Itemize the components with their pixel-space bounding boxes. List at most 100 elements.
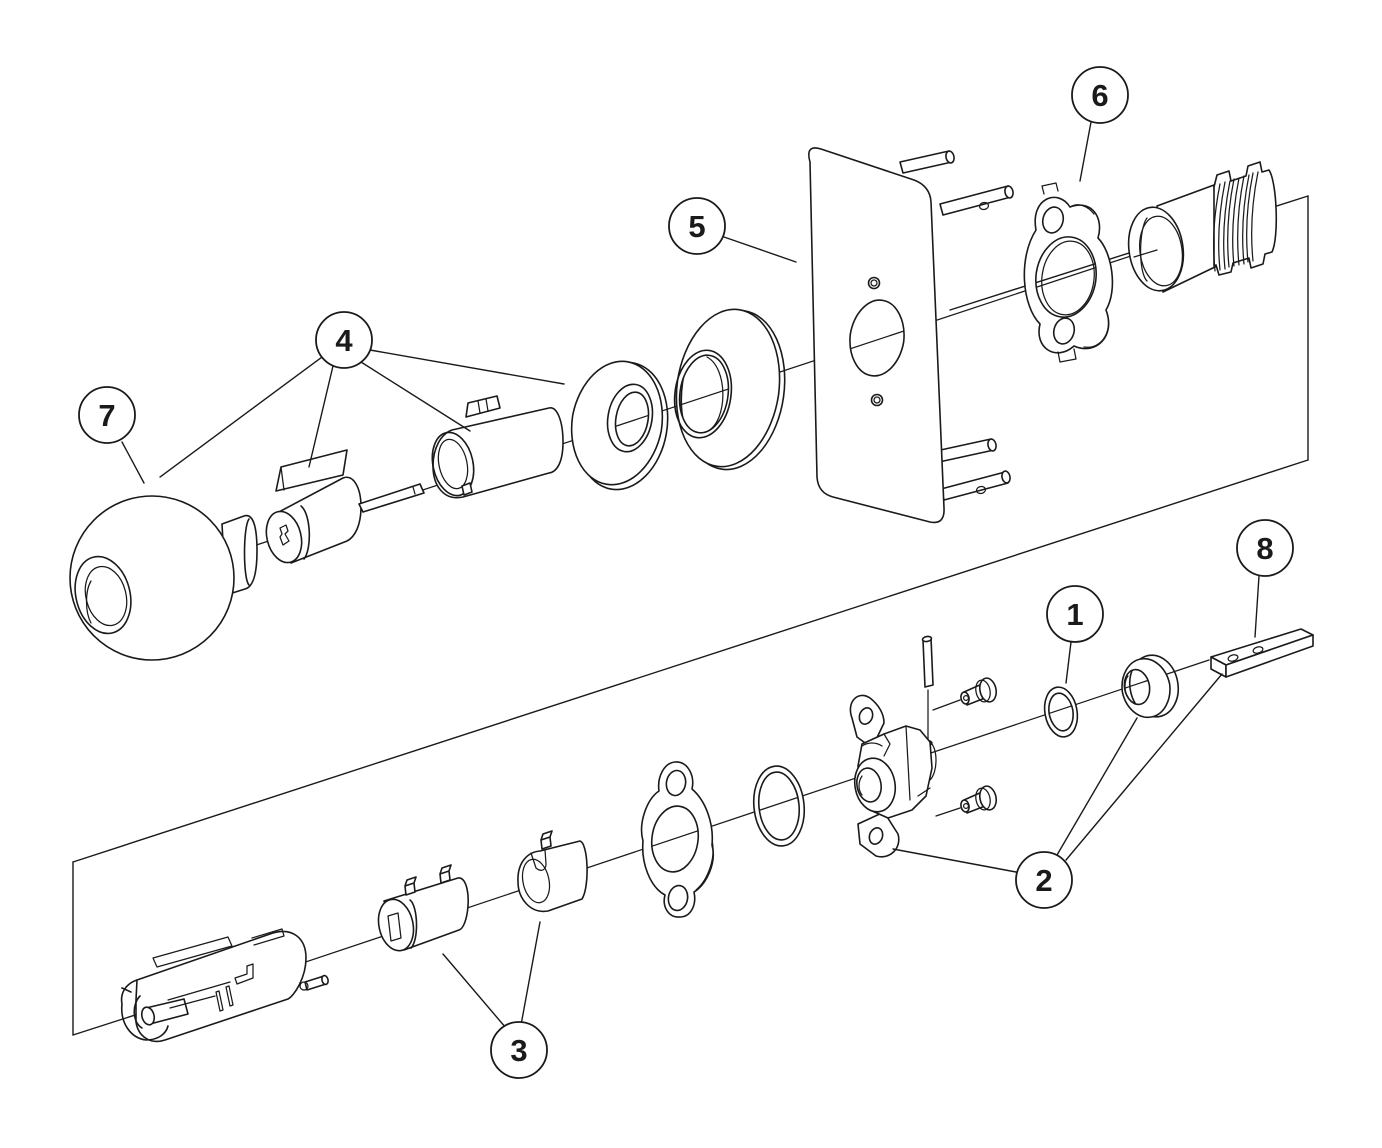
- callout-2-label: 2: [1035, 863, 1052, 898]
- screw-socket: [962, 802, 970, 810]
- panel-lower-top-edge: [72, 459, 1309, 863]
- callout-3-label: 3: [510, 1033, 527, 1068]
- sleeve-tab: [465, 395, 501, 418]
- leader-5: [723, 236, 797, 263]
- rose-washer-body: [570, 360, 664, 486]
- lock-plug: [377, 864, 469, 952]
- knob-face-inner-arc: [85, 580, 92, 624]
- keyway: [279, 524, 290, 546]
- sleeve-front-ring: [431, 431, 475, 497]
- rose-washer: [570, 360, 669, 491]
- screw-2-alignment: [935, 807, 961, 817]
- thread-lines: [1212, 171, 1259, 272]
- leader-3b: [520, 921, 541, 1026]
- latch-face-flange: [640, 761, 714, 918]
- spacer-ring-thickness: [1128, 654, 1180, 718]
- key-cylinder: [265, 449, 362, 564]
- leader-4b: [308, 365, 334, 468]
- latch-top-slot: [152, 936, 233, 968]
- bar-hole-1: [1227, 654, 1239, 662]
- face-flange-thickness: [695, 839, 714, 891]
- latch-rear-pin-tip: [321, 974, 329, 986]
- cylinder-fin-facet: [280, 466, 285, 491]
- callout-8: 8: [1236, 519, 1294, 577]
- callout-7-circle: [78, 386, 136, 444]
- mounting-screw-bottom: [960, 785, 998, 814]
- knob-neck-collar: [243, 518, 250, 586]
- leader-8: [1254, 575, 1260, 638]
- screw-head-rim: [975, 787, 991, 811]
- hub-assembly: [849, 635, 998, 858]
- plate-screw-hole-top: [870, 279, 878, 287]
- callout-4-label: 4: [335, 323, 353, 358]
- sleeve-bore: [437, 438, 469, 490]
- rose-ring: [673, 308, 786, 471]
- tailpiece-rod: [358, 483, 425, 513]
- sleeve-lug: [461, 482, 473, 496]
- rose-ring-inner-arc: [706, 356, 724, 432]
- callout-8-circle: [1236, 519, 1294, 577]
- callout-1: 1: [1046, 585, 1104, 643]
- stud-2: [939, 185, 1012, 216]
- cylinder-retainer-flange: [1023, 182, 1114, 363]
- threaded-housing: [1127, 161, 1278, 293]
- knob-sphere: [69, 495, 235, 661]
- door-knob: [69, 495, 258, 661]
- screw-socket: [962, 694, 970, 702]
- latch-front-cap: [120, 979, 169, 1041]
- sleeve-body: [432, 407, 564, 499]
- stud-4-hole: [975, 485, 987, 495]
- leader-2c: [1065, 673, 1223, 861]
- callout-5: 5: [668, 197, 726, 255]
- latch-pin-clip: [299, 981, 309, 991]
- leader-4a: [159, 356, 323, 478]
- screw-1-alignment: [932, 699, 961, 711]
- spacer-ring: [1121, 654, 1180, 719]
- callout-7: 7: [78, 386, 136, 444]
- stud-4-tip: [1001, 470, 1011, 484]
- callout-leaders: [121, 121, 1260, 1029]
- screw-head: [978, 677, 998, 703]
- knob-face-rim: [74, 555, 132, 635]
- callout-6: 6: [1071, 66, 1129, 124]
- callout-1-circle: [1046, 585, 1104, 643]
- mounting-studs: [899, 150, 1014, 501]
- clip-lug: [540, 830, 553, 850]
- bar-side-face: [1225, 634, 1314, 678]
- mounting-screw-top: [960, 677, 998, 706]
- hub-bottom-ear: [857, 811, 900, 858]
- callout-5-label: 5: [688, 209, 705, 244]
- plug-lug-2: [439, 864, 452, 884]
- screw-head: [978, 785, 998, 811]
- hub-top-ear: [849, 694, 885, 749]
- callout-6-circle: [1071, 66, 1129, 124]
- flange-hole-rim: [1041, 240, 1095, 316]
- rose-ring-body: [675, 308, 781, 468]
- spindle-bar: [1210, 628, 1314, 678]
- plug-collar: [409, 899, 418, 949]
- latch-detail-lines: [167, 981, 231, 1009]
- rose-ring-collar: [673, 349, 733, 439]
- plug-face: [377, 898, 415, 952]
- leader-1: [1065, 641, 1072, 684]
- flange-thickness: [1069, 204, 1110, 348]
- callout-8-label: 8: [1256, 531, 1273, 566]
- callout-2: 2: [1015, 851, 1073, 909]
- callout-2-circle: [1015, 851, 1073, 909]
- plate-screw-hole-bottom: [873, 396, 881, 404]
- leader-7: [121, 441, 145, 484]
- spacer-ring-bore-arc: [1124, 675, 1129, 698]
- axis-stub: [1133, 249, 1158, 258]
- stud-2-tip: [1004, 185, 1014, 199]
- hub-boss-inner: [856, 767, 882, 803]
- o-ring-large: [752, 765, 806, 847]
- flange-tabs: [1041, 182, 1077, 363]
- screw-tip: [960, 799, 970, 813]
- housing-bore-arc: [1140, 217, 1148, 282]
- callout-7-label: 7: [98, 398, 115, 433]
- callout-4-circle: [315, 311, 373, 369]
- plug-lug-1: [404, 876, 417, 896]
- clip-body: [517, 840, 588, 913]
- hub-boss-arc: [858, 775, 863, 796]
